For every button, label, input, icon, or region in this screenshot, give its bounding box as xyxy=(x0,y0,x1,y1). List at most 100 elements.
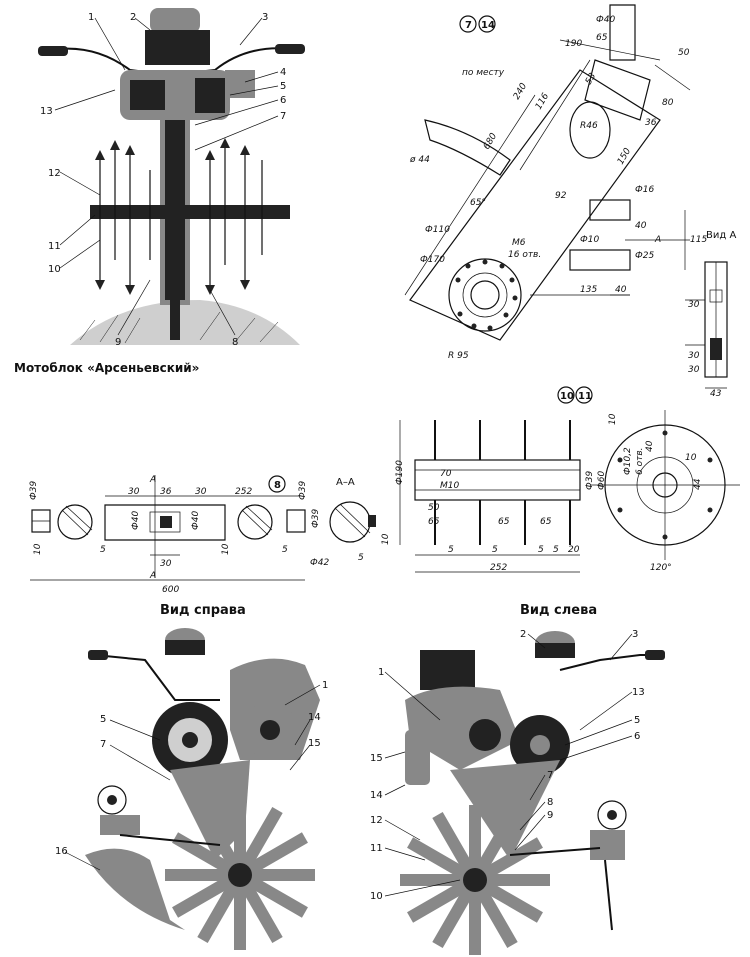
svg-text:5: 5 xyxy=(358,553,364,563)
lv-callout-9: 9 xyxy=(547,810,553,821)
svg-text:Ф10: Ф10 xyxy=(580,235,599,245)
svg-text:5: 5 xyxy=(492,545,498,555)
svg-text:Ф10,2: Ф10,2 xyxy=(623,447,633,475)
svg-text:30: 30 xyxy=(160,559,172,569)
svg-text:150: 150 xyxy=(616,146,633,166)
lv-callout-3: 3 xyxy=(632,629,638,640)
svg-text:М10: М10 xyxy=(440,481,459,491)
svg-text:А: А xyxy=(149,475,156,485)
lv-callout-10: 10 xyxy=(370,891,383,902)
rv-callout-15: 15 xyxy=(308,738,321,749)
callout-11: 11 xyxy=(48,241,61,252)
svg-text:Ф40: Ф40 xyxy=(131,511,141,530)
svg-text:30: 30 xyxy=(688,351,700,361)
rv-callout-1: 1 xyxy=(322,680,328,691)
svg-text:Ф39: Ф39 xyxy=(585,471,595,490)
lv-callout-12: 12 xyxy=(370,815,383,826)
svg-text:116: 116 xyxy=(534,91,551,111)
view-a-drawing: Вид А 30 30 30 43 xyxy=(685,230,736,399)
svg-text:36: 36 xyxy=(645,118,657,128)
lv-callout-7: 7 xyxy=(547,770,553,781)
svg-text:252: 252 xyxy=(235,487,252,497)
callout-9: 9 xyxy=(115,337,121,348)
motoblock-front-illustration: 1 2 3 4 5 6 7 8 9 10 11 12 13 xyxy=(38,8,305,348)
svg-text:М6: М6 xyxy=(512,238,526,248)
svg-text:70: 70 xyxy=(440,469,452,479)
motoblock-caption: Мотоблок «Арсеньевский» xyxy=(14,361,200,375)
svg-text:5: 5 xyxy=(553,545,559,555)
fig-num-7: 7 xyxy=(465,20,472,31)
svg-text:135: 135 xyxy=(580,285,597,295)
svg-text:65°: 65° xyxy=(470,198,486,208)
fig-num-11: 11 xyxy=(578,391,592,402)
svg-text:30: 30 xyxy=(195,487,207,497)
svg-text:10: 10 xyxy=(381,533,391,545)
svg-text:65: 65 xyxy=(428,517,440,527)
svg-text:А: А xyxy=(149,571,156,581)
svg-text:50: 50 xyxy=(678,48,690,58)
svg-text:36: 36 xyxy=(160,487,172,497)
svg-text:Ф16: Ф16 xyxy=(635,185,654,195)
svg-text:252: 252 xyxy=(490,563,507,573)
callout-5: 5 xyxy=(280,81,286,92)
svg-text:5: 5 xyxy=(282,545,288,555)
fig-num-8: 8 xyxy=(274,480,281,491)
callout-8: 8 xyxy=(232,337,238,348)
svg-text:Ф190: Ф190 xyxy=(395,460,405,485)
svg-text:10: 10 xyxy=(685,453,697,463)
callout-10: 10 xyxy=(48,264,61,275)
rv-callout-16: 16 xyxy=(55,846,68,857)
fig-num-10: 10 xyxy=(560,391,574,402)
svg-text:6 отв.: 6 отв. xyxy=(635,447,645,475)
svg-text:190: 190 xyxy=(565,39,582,49)
svg-text:30: 30 xyxy=(128,487,140,497)
rv-callout-7: 7 xyxy=(100,739,106,750)
lv-callout-8: 8 xyxy=(547,797,553,808)
svg-text:40: 40 xyxy=(615,285,627,295)
callout-13: 13 xyxy=(40,106,53,117)
svg-text:65: 65 xyxy=(596,33,608,43)
svg-text:5: 5 xyxy=(448,545,454,555)
left-side-view-illustration: 1 2 3 13 5 6 15 14 7 8 9 12 11 10 xyxy=(370,629,665,955)
callout-2: 2 xyxy=(130,12,136,23)
right-side-view-illustration: 1 5 7 14 15 16 xyxy=(55,628,328,950)
lv-callout-15: 15 xyxy=(370,753,383,764)
callout-1: 1 xyxy=(88,12,94,23)
svg-text:Ф25: Ф25 xyxy=(635,251,654,261)
svg-text:680: 680 xyxy=(482,131,499,151)
lv-callout-2: 2 xyxy=(520,629,526,640)
fig-num-14: 14 xyxy=(481,20,495,31)
svg-text:65: 65 xyxy=(498,517,510,527)
svg-text:30: 30 xyxy=(688,365,700,375)
svg-text:10: 10 xyxy=(221,543,231,555)
lv-callout-14: 14 xyxy=(370,790,383,801)
svg-text:10: 10 xyxy=(608,413,618,425)
callout-6: 6 xyxy=(280,95,286,106)
svg-text:Ф42: Ф42 xyxy=(310,558,329,568)
svg-text:16 отв.: 16 отв. xyxy=(508,250,541,260)
svg-text:80: 80 xyxy=(662,98,674,108)
callout-12: 12 xyxy=(48,168,61,179)
rv-callout-5: 5 xyxy=(100,714,106,725)
svg-text:10: 10 xyxy=(33,543,43,555)
svg-text:50: 50 xyxy=(428,503,440,513)
svg-text:Ф170: Ф170 xyxy=(420,255,445,265)
svg-text:R 95: R 95 xyxy=(448,351,469,361)
svg-text:по месту: по месту xyxy=(462,68,505,78)
svg-text:30: 30 xyxy=(688,300,700,310)
drum-drawing: 10 11 Ф190 70 М10 Ф39 Ф60 50 65 65 65 5 … xyxy=(395,386,740,573)
svg-text:Ф60: Ф60 xyxy=(597,471,607,490)
svg-text:А: А xyxy=(654,235,661,245)
lv-callout-6: 6 xyxy=(634,731,640,742)
svg-text:92: 92 xyxy=(555,191,567,201)
shaft-drawing: 8 А–А Ф39 30 36 30 252 Ф39 Ф xyxy=(29,475,391,595)
svg-text:Ф39: Ф39 xyxy=(29,481,39,500)
svg-text:115: 115 xyxy=(690,235,707,245)
svg-text:20: 20 xyxy=(568,545,580,555)
rv-callout-14: 14 xyxy=(308,712,321,723)
callout-4: 4 xyxy=(280,67,286,78)
svg-text:ø 44: ø 44 xyxy=(409,155,430,165)
svg-text:40: 40 xyxy=(635,221,647,231)
frame-drawing: 7 14 Ф40 xyxy=(404,4,707,361)
svg-text:Ф39: Ф39 xyxy=(311,509,321,528)
